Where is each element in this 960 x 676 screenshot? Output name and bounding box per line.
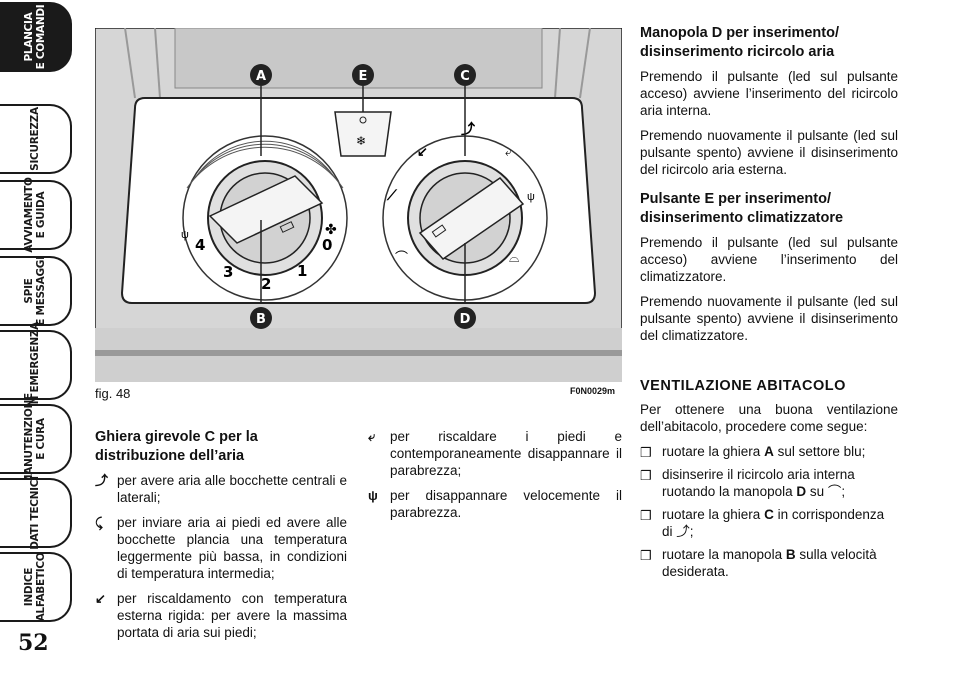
callout-d: D: [454, 307, 476, 329]
tab-dati-tecnici[interactable]: DATI TECNICI: [0, 476, 72, 550]
speed-label-1: 1: [297, 262, 307, 280]
ac-button[interactable]: ❄: [334, 111, 392, 157]
face-vent-icon: ⤴: [95, 473, 109, 488]
air-distribution-knob[interactable]: [382, 135, 548, 301]
callout-c: C: [454, 64, 476, 86]
defrost-icon: ψ: [368, 488, 378, 503]
face-feet-icon: ⤹: [95, 515, 103, 530]
step-item: ❒ruotare la manopola B sulla velocità de…: [640, 547, 877, 579]
paragraph: Per ottenere una buona ventilazione dell…: [640, 402, 898, 434]
paragraph: Premendo il pulsante (led sul pulsante a…: [640, 235, 898, 284]
list-item: ⤶per riscaldare i piedi e contemporaneam…: [368, 429, 622, 478]
list-item: ⤹per inviare aria ai piedi ed avere alle…: [95, 515, 347, 581]
paragraph: Premendo il pulsante (led sul pulsante a…: [640, 69, 898, 118]
speed-label-0: 0: [322, 236, 332, 254]
speed-label-4: 4: [195, 236, 205, 254]
feet-defrost-icon: ⤶: [505, 145, 512, 159]
step-item: ❒ruotare la ghiera A sul settore blu;: [640, 444, 866, 460]
callout-e: E: [352, 64, 374, 86]
snowflake-icon: ❄: [356, 134, 366, 148]
heading-ventilazione: VENTILAZIONE ABITACOLO: [640, 378, 846, 394]
list-item: ↙per riscaldamento con temperatura ester…: [95, 591, 347, 640]
recirculation-on-icon: ⌓: [509, 250, 519, 265]
recirculation-off-icon: ⌒: [395, 250, 408, 265]
svg-text:D: D: [460, 312, 471, 327]
figure-code: F0N0029m: [570, 386, 616, 396]
heading-manopola-d: Manopola D per inserimento/ disinserimen…: [640, 25, 839, 60]
heading-pulsante-e: Pulsante E per inserimento/ disinserimen…: [640, 191, 844, 226]
checkbox-bullet-icon: ❒: [640, 548, 652, 563]
checkbox-bullet-icon: ❒: [640, 468, 652, 483]
column-distribution-cont: ⤶per riscaldare i piedi e contemporaneam…: [368, 428, 622, 529]
tab-avviamento-e-guida[interactable]: AVVIAMENTO E GUIDA: [0, 177, 72, 253]
face-feet-icon: ↙: [417, 144, 428, 159]
svg-text:E: E: [359, 69, 368, 84]
tab-manutenzione-e-cura[interactable]: MANUTENZIONE E CURA: [0, 393, 72, 485]
heading-ghiera-c: Ghiera girevole C per la distribuzione d…: [95, 429, 258, 464]
checkbox-bullet-icon: ❒: [640, 445, 652, 460]
tab-sicurezza[interactable]: SICUREZZA: [0, 104, 72, 174]
fan-speed-knob[interactable]: [182, 135, 348, 301]
tab-in-emergenza[interactable]: IN EMERGENZA: [0, 322, 72, 408]
speed-label-3: 3: [223, 263, 233, 281]
chapter-tabs: PLANCIA E COMANDI SICUREZZA AVVIAMENTO E…: [0, 0, 76, 640]
checkbox-bullet-icon: ❒: [640, 508, 652, 523]
svg-text:C: C: [460, 69, 470, 84]
list-item: ⤴per avere aria alle bocchette centrali …: [95, 473, 347, 505]
defrost-icon: ψ: [527, 191, 535, 203]
feet-icon: ⤴: [461, 121, 476, 137]
tab-indice-alfabetico[interactable]: INDICE ALFABETICO: [0, 552, 72, 622]
feet-icon: ↙: [95, 591, 106, 606]
speed-label-2: 2: [261, 275, 271, 293]
fan-icon: ✤: [325, 221, 337, 237]
paragraph: Premendo nuovamente il pulsante (led sul…: [640, 294, 898, 343]
face-vent-icon: ⟋: [386, 187, 398, 203]
paragraph: Premendo nuovamente il pulsante (led sul…: [640, 128, 898, 177]
figure-caption: fig. 48: [95, 386, 131, 401]
tab-spie-e-messaggi[interactable]: SPIE E MESSAGGI: [0, 256, 72, 326]
page-number: 52: [18, 630, 49, 656]
callout-b: B: [250, 307, 272, 329]
climate-control-figure: 4 3 2 1 0 ✤ ψ ❄ ↙ ⤴ ⤶ ⟋ ψ ⌒ ⌓ A E C B D: [95, 28, 622, 382]
feet-defrost-icon: ⤶: [368, 429, 376, 444]
svg-text:A: A: [256, 69, 266, 84]
svg-text:B: B: [256, 312, 266, 327]
column-distribution: Ghiera girevole C per la distribuzione d…: [95, 428, 347, 649]
column-controls: Manopola D per inserimento/ disinserimen…: [640, 24, 898, 586]
callout-a: A: [250, 64, 272, 86]
step-item: ❒disinserire il ricircolo aria interna r…: [640, 467, 855, 499]
step-item: ❒ruotare la ghiera C in corrispondenza d…: [640, 507, 885, 539]
tab-plancia-e-comandi[interactable]: PLANCIA E COMANDI: [0, 2, 72, 72]
defrost-small-icon: ψ: [181, 229, 189, 241]
